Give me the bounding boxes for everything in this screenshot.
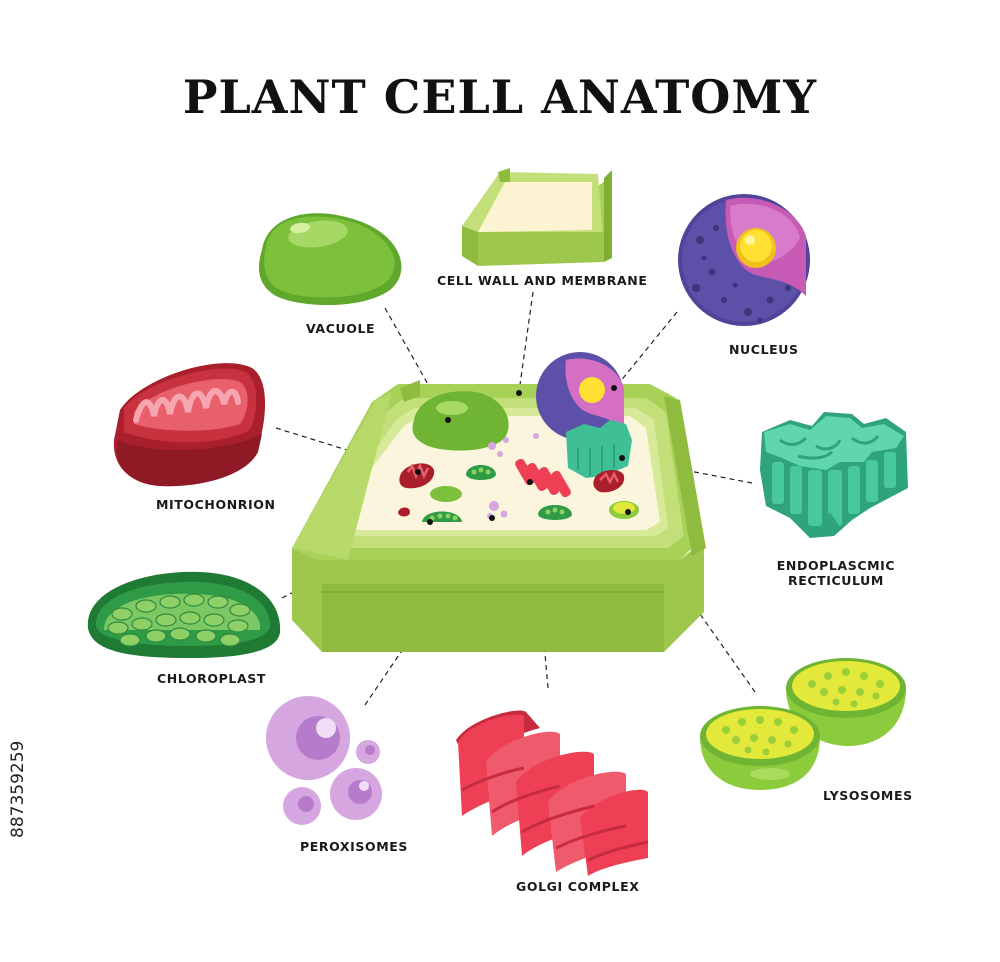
leader-vacuole [384,307,449,421]
golgi-illustration [456,710,649,876]
label-mitochondrion: MITOCHONRION [156,497,276,512]
stock-id-text: 887359259 [8,740,28,838]
peroxisomes-illustration [266,696,382,825]
label-er-line2: RECTICULUM [788,573,884,588]
label-nucleus: NUCLEUS [729,342,799,357]
er-illustration [760,412,908,538]
plant-cell-body [292,352,706,652]
label-vacuole: VACUOLE [306,321,376,336]
page-title: PLANT CELL ANATOMY [182,70,818,124]
label-lysosomes: LYSOSOMES [823,788,913,803]
mitochondrion-illustration [113,363,266,487]
chloroplast-illustration [87,571,281,658]
label-cell-wall: CELL WALL AND MEMBRANE [437,273,648,288]
label-chloroplast: CHLOROPLAST [157,671,266,686]
leader-peroxisomes [364,517,493,706]
label-peroxisomes: PEROXISOMES [300,839,409,854]
leader-nucleus [614,311,678,389]
label-er-line1: ENDOPLASCMIC [776,558,896,573]
lysosomes-illustration [700,658,906,790]
stock-id-watermark: 887359259 [4,720,28,840]
leader-cell-wall [518,291,534,393]
label-er: ENDOPLASCMIC RECTICULUM [776,558,896,588]
label-golgi: GOLGI COMPLEX [516,879,640,894]
cell-wall-illustration [462,168,612,266]
vacuole-illustration [258,213,402,306]
nucleus-illustration [678,194,810,326]
